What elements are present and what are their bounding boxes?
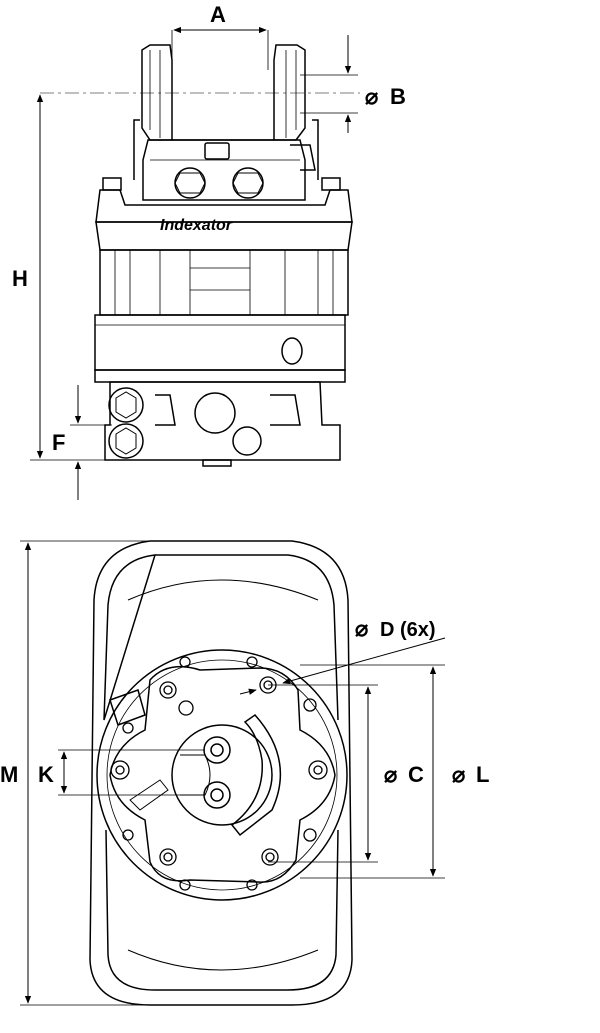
diameter-symbol-d: ⌀ [355, 616, 369, 641]
port-fitting-upper [108, 387, 144, 423]
dimension-c: ⌀ C [268, 684, 424, 863]
center-swivel [129, 714, 282, 837]
label-b: B [390, 84, 406, 109]
upper-bracket [142, 139, 316, 201]
rotator-ring [94, 314, 346, 383]
flange-plate [109, 665, 336, 883]
brand-logo: Indexator [160, 217, 233, 234]
diameter-symbol-l: ⌀ [452, 762, 466, 787]
diameter-symbol-c: ⌀ [384, 762, 398, 787]
dimension-d: ⌀ D (6x) [239, 616, 446, 695]
rotator-disc [96, 649, 348, 901]
side-view: Indexator [40, 44, 360, 467]
hex-bolt-left [174, 167, 206, 199]
outer-frame [89, 540, 353, 1006]
rotator-housing-top [95, 177, 353, 251]
label-h: H [12, 266, 28, 291]
port-lower [203, 781, 231, 809]
dimension-a: A [171, 2, 269, 70]
diameter-symbol-b: ⌀ [365, 84, 379, 109]
port-fitting-lower [108, 423, 144, 459]
dimension-l: ⌀ L [300, 664, 489, 879]
rotator-body [99, 249, 349, 316]
plan-view [89, 540, 353, 1006]
label-a: A [210, 2, 226, 27]
label-l: L [476, 762, 489, 787]
dimension-m: M [0, 540, 150, 1006]
label-c: C [408, 762, 424, 787]
label-k: K [38, 762, 54, 787]
label-m: M [0, 762, 18, 787]
label-d: D (6x) [380, 619, 436, 641]
dimension-k: K [38, 749, 205, 796]
dimension-f: F [52, 385, 112, 500]
dimension-h: H [12, 94, 105, 461]
label-f: F [52, 430, 65, 455]
hex-bolt-right [232, 167, 264, 199]
port-upper [203, 736, 231, 764]
bolt-holes [110, 656, 328, 891]
dimension-b: ⌀ B [300, 35, 406, 133]
